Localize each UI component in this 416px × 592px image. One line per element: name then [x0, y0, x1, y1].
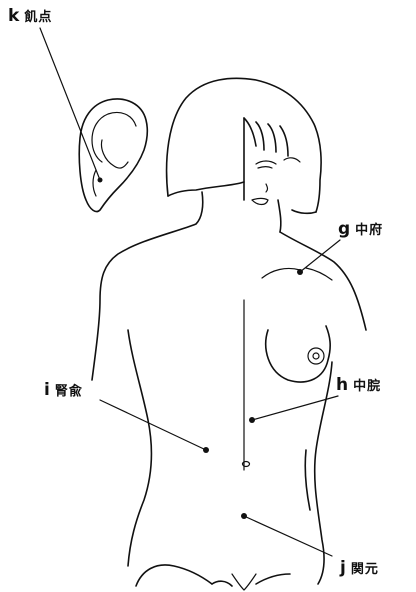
point-g-marker — [297, 269, 303, 275]
label-k: k 飢点 — [8, 8, 52, 25]
label-g: g 中府 — [338, 221, 383, 238]
leader-line-k — [40, 28, 100, 180]
leader-line-h — [252, 396, 338, 420]
point-j-marker — [241, 513, 247, 519]
acupoint-markers — [203, 269, 303, 519]
point-h-marker — [249, 417, 255, 423]
point-i-marker — [203, 447, 209, 453]
label-g-letter: g — [338, 219, 350, 239]
label-k-letter: k — [8, 6, 19, 26]
label-k-name: 飢点 — [24, 10, 52, 25]
leader-line-i — [100, 400, 206, 450]
label-i-name: 腎兪 — [55, 384, 83, 399]
label-i: i 腎兪 — [44, 382, 83, 399]
label-h: h 中脘 — [336, 377, 381, 394]
label-h-letter: h — [336, 375, 348, 395]
leader-lines — [40, 28, 340, 556]
label-g-name: 中府 — [355, 223, 383, 238]
label-j-name: 関元 — [351, 562, 379, 577]
head-illustration — [167, 78, 322, 232]
label-j: j 関元 — [340, 560, 379, 577]
label-h-name: 中脘 — [353, 379, 381, 394]
label-i-letter: i — [44, 380, 50, 400]
ear-illustration — [79, 99, 147, 212]
leader-line-g — [300, 240, 340, 272]
label-j-letter: j — [340, 558, 346, 578]
